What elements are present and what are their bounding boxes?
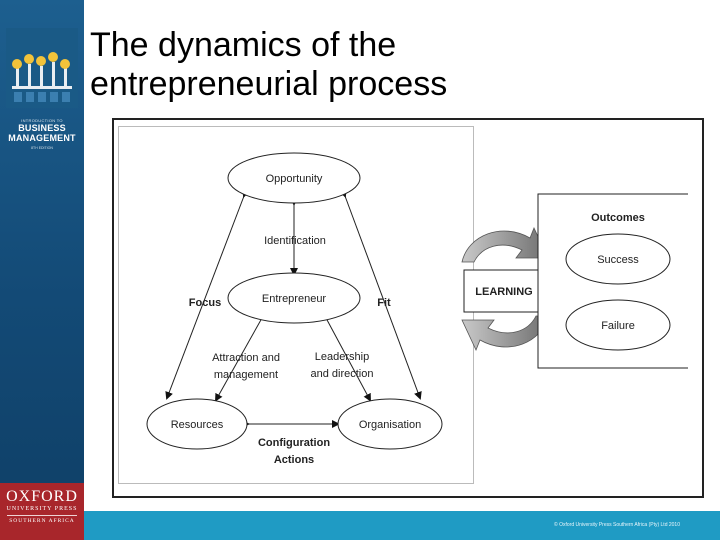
fit-arrow xyxy=(339,188,422,400)
learning-box xyxy=(463,269,545,313)
learning-label: LEARNING xyxy=(475,286,532,298)
copyright-text: © Oxford University Press Southern Afric… xyxy=(554,522,680,528)
page-title: The dynamics of the entrepreneurial proc… xyxy=(90,26,690,104)
publisher-logo: OXFORD UNIVERSITY PRESS SOUTHERN AFRICA xyxy=(0,483,84,540)
book-small-label: INTRODUCTION TO xyxy=(21,118,63,123)
leadership-arrow xyxy=(319,310,371,402)
book-title-line2: MANAGEMENT xyxy=(8,133,76,143)
failure-label: Failure xyxy=(601,320,635,332)
learning-cycle-top-arrow-icon xyxy=(461,226,549,263)
book-edition: 8TH EDITION xyxy=(31,146,53,150)
outcomes-label: Outcomes xyxy=(591,212,645,224)
attraction-arrow xyxy=(215,310,269,402)
focus-label: Focus xyxy=(189,297,221,309)
publisher-divider xyxy=(7,515,77,516)
success-label: Success xyxy=(597,254,639,266)
leadership-label-line1: Leadership xyxy=(315,351,369,363)
publisher-name: OXFORD xyxy=(6,488,78,505)
page-title-line2: entrepreneurial process xyxy=(90,65,448,103)
opportunity-node xyxy=(227,152,361,204)
resources-label: Resources xyxy=(171,419,224,431)
sidebar: INTRODUCTION TO BUSINESS MANAGEMENT 8TH … xyxy=(0,0,84,540)
organisation-label: Organisation xyxy=(359,419,421,431)
book-title-line1: BUSINESS xyxy=(18,123,66,133)
resources-node xyxy=(146,398,248,450)
learning-cycle-bottom-arrow-icon xyxy=(461,315,549,352)
page-title-line1: The dynamics of the xyxy=(90,26,397,64)
organisation-node xyxy=(337,398,443,450)
book-brand: INTRODUCTION TO BUSINESS MANAGEMENT 8TH … xyxy=(0,118,84,150)
publisher-press: UNIVERSITY PRESS xyxy=(6,506,78,512)
publisher-region: SOUTHERN AFRICA xyxy=(9,518,75,524)
leadership-label-line2: and direction xyxy=(311,368,374,380)
configuration-label-line2: Actions xyxy=(274,454,314,466)
success-node xyxy=(565,233,671,285)
attraction-label-line2: management xyxy=(214,369,278,381)
focus-arrow xyxy=(165,188,250,400)
entrepreneur-node xyxy=(227,272,361,324)
identification-label: Identification xyxy=(264,235,326,247)
configuration-label-line1: Configuration xyxy=(258,437,330,449)
footer-bar: © Oxford University Press Southern Afric… xyxy=(84,511,720,540)
attraction-label-line1: Attraction and xyxy=(212,352,280,364)
failure-node xyxy=(565,299,671,351)
opportunity-label: Opportunity xyxy=(266,173,323,185)
desk-lamps-logo-icon xyxy=(6,28,78,108)
fit-label: Fit xyxy=(377,297,391,309)
entrepreneur-label: Entrepreneur xyxy=(262,293,327,305)
